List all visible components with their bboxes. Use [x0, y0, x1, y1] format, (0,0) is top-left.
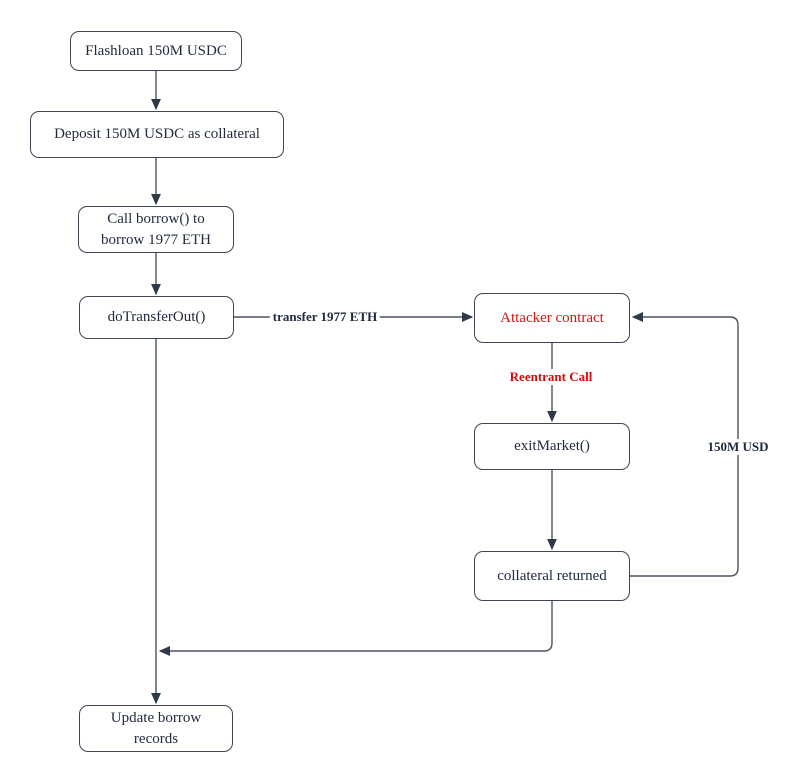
node-dotransferout-label: doTransferOut(): [107, 309, 206, 325]
edge-collateral-mainflow: [158, 601, 553, 656]
node-deposit-collateral: Deposit 150M USDC as collateral: [30, 111, 284, 158]
node-collateral-returned-label: collateral returned: [497, 567, 607, 584]
node-attacker-contract-label: Attacker contract: [500, 309, 604, 326]
node-update-borrow-records: Update borrow records: [79, 705, 233, 752]
node-collateral-returned: collateral returned: [474, 551, 630, 601]
node-flashloan-label: Flashloan 150M USDC: [85, 42, 227, 59]
node-flashloan: Flashloan 150M USDC: [70, 31, 242, 71]
node-update-borrow-records-label: Update borrow records: [110, 709, 202, 747]
node-attacker-contract: Attacker contract: [474, 293, 630, 343]
edge-label-reentrant-call: Reentrant Call: [506, 369, 596, 385]
node-dotransferout: doTransferOut(): [79, 296, 234, 339]
node-call-borrow: Call borrow() to borrow 1977 ETH: [78, 206, 234, 253]
node-exitmarket-label: exitMarket(): [514, 438, 590, 454]
edge-label-150m-usd: 150M USD: [704, 439, 772, 455]
edge-label-transfer-eth: transfer 1977 ETH: [269, 309, 381, 325]
node-exitmarket: exitMarket(): [474, 423, 630, 470]
node-deposit-collateral-label: Deposit 150M USDC as collateral: [54, 126, 260, 142]
node-call-borrow-label: Call borrow() to borrow 1977 ETH: [101, 210, 211, 248]
